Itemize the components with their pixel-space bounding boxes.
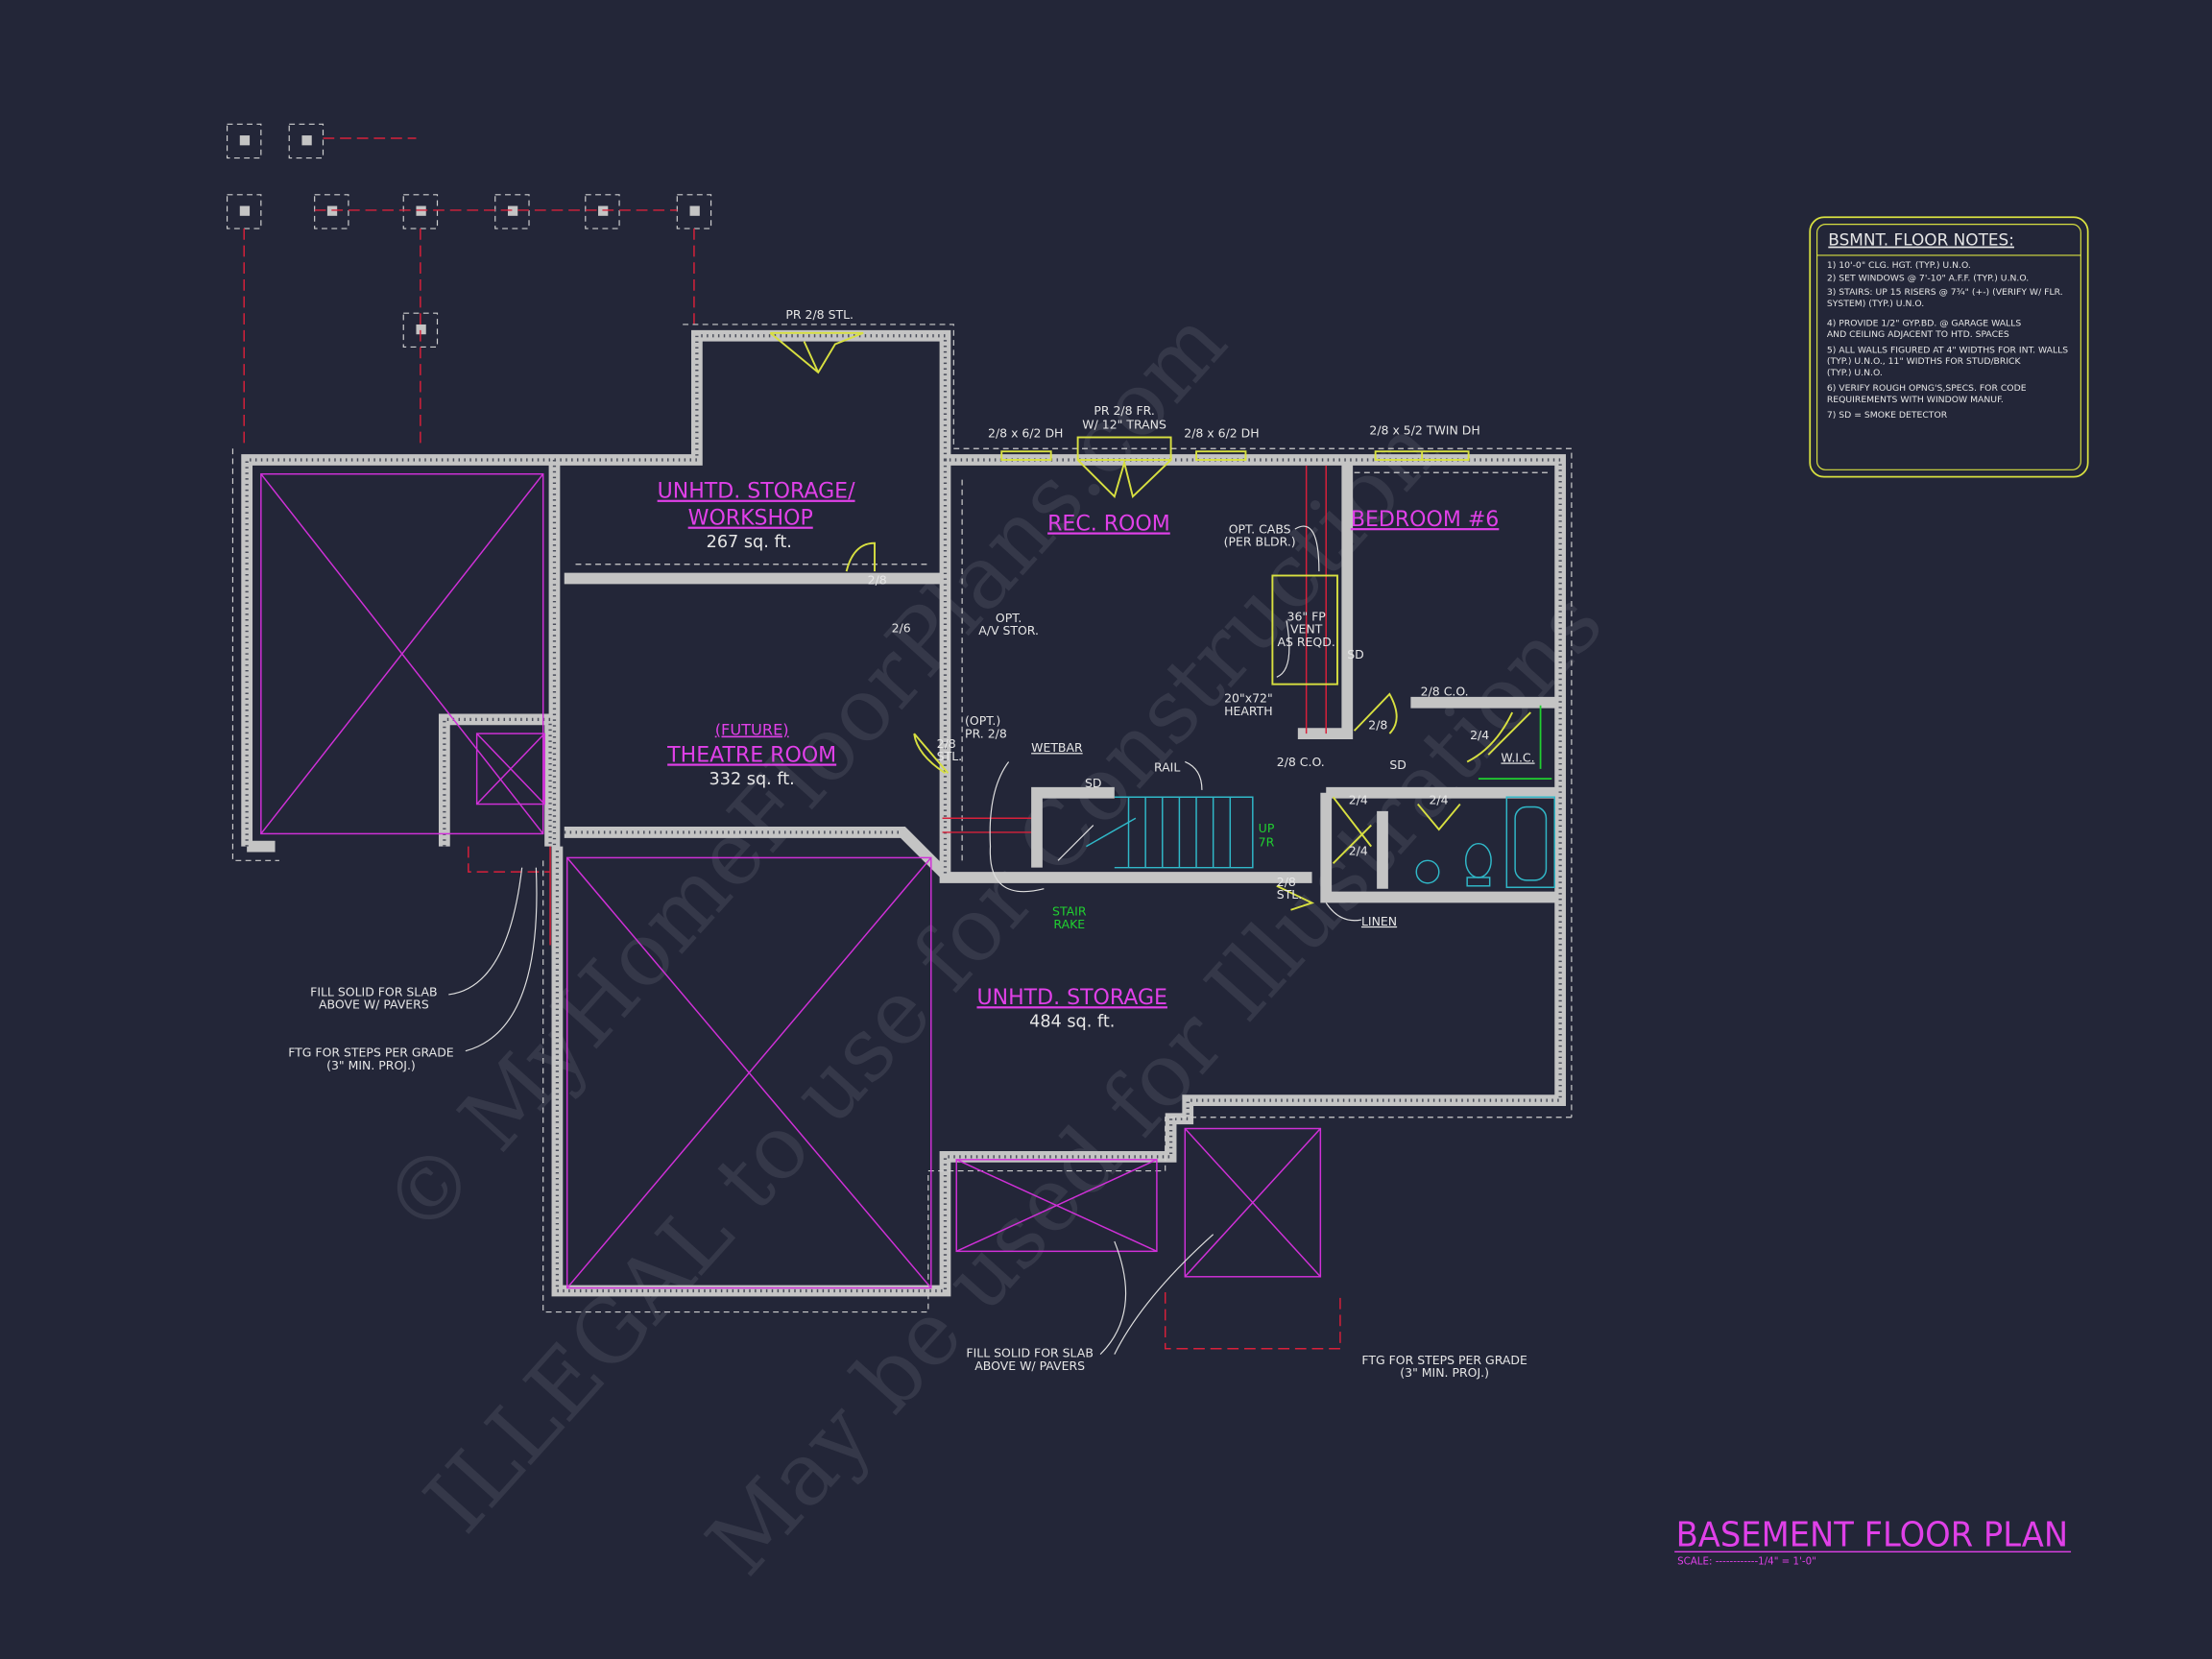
walls xyxy=(231,324,1573,1350)
svg-text:STL.: STL. xyxy=(937,749,962,763)
room-labels: UNHTD. STORAGE/ WORKSHOP 267 sq. ft. (FU… xyxy=(658,480,1500,1032)
svg-text:AS REQD.: AS REQD. xyxy=(1277,635,1334,649)
svg-text:FTG FOR STEPS PER GRADE: FTG FOR STEPS PER GRADE xyxy=(1361,1353,1527,1367)
svg-text:(3" MIN. PROJ.): (3" MIN. PROJ.) xyxy=(326,1058,416,1072)
svg-text:RAIL: RAIL xyxy=(1154,760,1180,775)
svg-text:2/8: 2/8 xyxy=(868,572,887,587)
svg-text:2/4: 2/4 xyxy=(1470,728,1489,742)
svg-text:OPT. CABS: OPT. CABS xyxy=(1229,521,1291,536)
svg-text:2/8 C.O.: 2/8 C.O. xyxy=(1421,684,1469,698)
piers xyxy=(226,123,712,449)
svg-text:WORKSHOP: WORKSHOP xyxy=(688,507,813,531)
stair xyxy=(1031,786,1254,869)
svg-text:2/8 x 6/2 DH: 2/8 x 6/2 DH xyxy=(988,426,1063,441)
svg-text:PR. 2/8: PR. 2/8 xyxy=(965,726,1007,740)
svg-text:(3" MIN. PROJ.): (3" MIN. PROJ.) xyxy=(1400,1365,1489,1380)
svg-text:5) ALL WALLS FIGURED AT 4" WID: 5) ALL WALLS FIGURED AT 4" WIDTHS FOR IN… xyxy=(1827,345,2068,355)
room-name-workshop: UNHTD. STORAGE/ xyxy=(658,480,855,504)
svg-text:UP: UP xyxy=(1259,821,1275,835)
svg-text:(PER BLDR.): (PER BLDR.) xyxy=(1224,535,1296,549)
svg-text:W/ 12" TRANS: W/ 12" TRANS xyxy=(1082,418,1166,432)
svg-text:267 sq. ft.: 267 sq. ft. xyxy=(707,533,792,552)
svg-text:2/8: 2/8 xyxy=(1277,875,1296,889)
svg-text:7) SD = SMOKE DETECTOR: 7) SD = SMOKE DETECTOR xyxy=(1827,410,1948,421)
svg-text:6) VERIFY ROUGH OPNG'S,SPECS.: 6) VERIFY ROUGH OPNG'S,SPECS. FOR CODE xyxy=(1827,383,2027,394)
svg-text:484 sq. ft.: 484 sq. ft. xyxy=(1029,1013,1115,1032)
svg-text:36" FP: 36" FP xyxy=(1287,610,1327,624)
plan-labels: PR 2/8 STL. 2/8 x 6/2 DH PR 2/8 FR. W/ 1… xyxy=(288,307,1534,1380)
svg-text:PR 2/8 STL.: PR 2/8 STL. xyxy=(785,307,854,322)
svg-text:ABOVE W/ PAVERS: ABOVE W/ PAVERS xyxy=(974,1358,1085,1373)
svg-text:3) STAIRS: UP 15 RISERS @ 7¾": 3) STAIRS: UP 15 RISERS @ 7¾" (+-) (VERI… xyxy=(1827,287,2063,298)
svg-text:W.I.C.: W.I.C. xyxy=(1501,750,1534,764)
svg-text:SYSTEM) (TYP.) U.N.O.: SYSTEM) (TYP.) U.N.O. xyxy=(1827,299,1924,309)
svg-text:RAKE: RAKE xyxy=(1053,917,1085,931)
svg-text:STL.: STL. xyxy=(1277,887,1302,902)
room-name-theatre: THEATRE ROOM xyxy=(666,743,836,767)
svg-text:FILL SOLID FOR SLAB: FILL SOLID FOR SLAB xyxy=(966,1346,1093,1360)
svg-text:2/8: 2/8 xyxy=(1368,718,1387,733)
svg-text:2/6: 2/6 xyxy=(892,620,911,635)
svg-text:FTG FOR STEPS PER GRADE: FTG FOR STEPS PER GRADE xyxy=(288,1046,454,1060)
leaders xyxy=(448,525,1362,1356)
svg-text:WETBAR: WETBAR xyxy=(1031,740,1083,755)
svg-text:OPT.: OPT. xyxy=(996,611,1022,625)
svg-text:(TYP.) U.N.O., 11" WIDTHS FOR: (TYP.) U.N.O., 11" WIDTHS FOR STUD/BRICK xyxy=(1827,356,2022,367)
svg-text:2/8: 2/8 xyxy=(937,736,956,751)
svg-text:1) 10'-0" CLG. HGT. (TYP.) U.N: 1) 10'-0" CLG. HGT. (TYP.) U.N.O. xyxy=(1827,260,1971,271)
svg-text:REQUIREMENTS WITH WINDOW MANUF: REQUIREMENTS WITH WINDOW MANUF. xyxy=(1827,395,2004,405)
svg-text:HEARTH: HEARTH xyxy=(1224,704,1273,718)
slab-areas xyxy=(260,472,1322,1289)
notes-heading: BSMNT. FLOOR NOTES: xyxy=(1828,230,2014,250)
svg-text:2/8 C.O.: 2/8 C.O. xyxy=(1277,755,1325,769)
svg-text:ABOVE W/ PAVERS: ABOVE W/ PAVERS xyxy=(319,998,429,1012)
svg-text:332 sq. ft.: 332 sq. ft. xyxy=(709,770,795,789)
svg-text:20"x72": 20"x72" xyxy=(1224,691,1273,706)
svg-text:2/4: 2/4 xyxy=(1429,793,1448,807)
svg-text:2) SET WINDOWS @ 7'-10" A.F.F.: 2) SET WINDOWS @ 7'-10" A.F.F. (TYP.) U.… xyxy=(1827,273,2029,283)
room-name-storage: UNHTD. STORAGE xyxy=(976,986,1166,1010)
bath-fixtures xyxy=(1415,796,1556,888)
svg-text:LINEN: LINEN xyxy=(1361,914,1397,928)
svg-text:SD: SD xyxy=(1347,647,1364,661)
svg-text:4) PROVIDE 1/2" GYP.BD. @ GARA: 4) PROVIDE 1/2" GYP.BD. @ GARAGE WALLS xyxy=(1827,318,2022,328)
svg-text:2/8 x 6/2 DH: 2/8 x 6/2 DH xyxy=(1184,426,1259,441)
drawing-title: BASEMENT FLOOR PLAN SCALE: ------------1… xyxy=(1674,1515,2072,1568)
svg-text:2/8 x 5/2 TWIN DH: 2/8 x 5/2 TWIN DH xyxy=(1369,423,1479,438)
svg-text:PR 2/8 FR.: PR 2/8 FR. xyxy=(1094,403,1155,418)
svg-text:VENT: VENT xyxy=(1290,622,1323,637)
room-name-bedroom: BEDROOM #6 xyxy=(1351,508,1499,532)
svg-text:SD: SD xyxy=(1389,757,1407,772)
svg-text:AND CEILING ADJACENT TO HTD. S: AND CEILING ADJACENT TO HTD. SPACES xyxy=(1827,329,2009,340)
plan-scale: SCALE: ------------1/4" = 1'-0" xyxy=(1677,1556,1816,1568)
svg-text:2/4: 2/4 xyxy=(1349,843,1368,857)
svg-text:(OPT.): (OPT.) xyxy=(965,713,1000,728)
plan-title: BASEMENT FLOOR PLAN xyxy=(1676,1515,2068,1554)
doors-windows xyxy=(769,331,1552,911)
room-name-rec: REC. ROOM xyxy=(1047,512,1170,536)
floor-notes-box: BSMNT. FLOOR NOTES: 1) 10'-0" CLG. HGT. … xyxy=(1809,216,2089,478)
svg-text:2/4: 2/4 xyxy=(1349,793,1368,807)
svg-text:SD: SD xyxy=(1085,776,1102,790)
svg-text:FILL SOLID FOR SLAB: FILL SOLID FOR SLAB xyxy=(310,984,437,998)
svg-text:(TYP.) U.N.O.: (TYP.) U.N.O. xyxy=(1827,368,1883,378)
svg-text:A/V STOR.: A/V STOR. xyxy=(978,623,1039,637)
svg-text:7R: 7R xyxy=(1259,835,1275,850)
svg-text:(FUTURE): (FUTURE) xyxy=(715,721,789,739)
svg-text:STAIR: STAIR xyxy=(1052,904,1087,919)
